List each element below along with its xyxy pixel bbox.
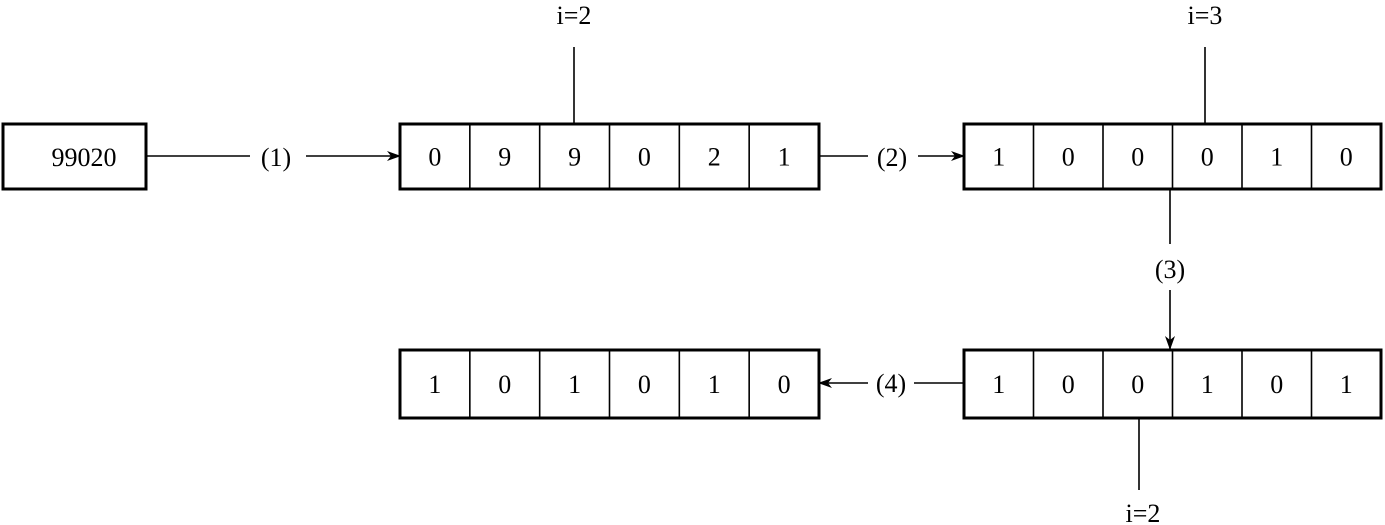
array-1-cell-2: 9 bbox=[498, 143, 511, 172]
step-1-connector: (1) bbox=[146, 143, 401, 172]
pointer-3: i=2 bbox=[1126, 418, 1161, 525]
array-1-cell-3: 9 bbox=[568, 143, 581, 172]
step-4-connector: (4) bbox=[818, 369, 964, 398]
array-2-cell-2: 0 bbox=[1062, 143, 1075, 172]
array-3-cell-1: 1 bbox=[992, 370, 1005, 399]
array-3-cell-6: 1 bbox=[1340, 370, 1353, 399]
array-1-cell-1: 0 bbox=[428, 143, 441, 172]
array-3-cell-4: 1 bbox=[1201, 370, 1214, 399]
array-3-cell-3: 0 bbox=[1131, 370, 1144, 399]
pointer-2-label: i=3 bbox=[1188, 1, 1223, 30]
step-4-label: (4) bbox=[876, 369, 906, 398]
step-2-label: (2) bbox=[877, 143, 907, 172]
pointer-1-label: i=2 bbox=[557, 1, 592, 30]
step-3-label: (3) bbox=[1155, 255, 1185, 284]
array-2-cell-5: 1 bbox=[1270, 143, 1283, 172]
array-2: 1 0 0 0 1 0 bbox=[962, 122, 1383, 191]
array-2-cell-3: 0 bbox=[1131, 143, 1144, 172]
array-1-cell-5: 2 bbox=[708, 143, 721, 172]
array-3-cell-5: 0 bbox=[1270, 370, 1283, 399]
array-2-cell-1: 1 bbox=[992, 143, 1005, 172]
array-4-cell-5: 1 bbox=[708, 370, 721, 399]
array-4-cell-3: 1 bbox=[568, 370, 581, 399]
array-4-cell-6: 0 bbox=[778, 370, 791, 399]
array-3-cell-2: 0 bbox=[1062, 370, 1075, 399]
array-4-cell-2: 0 bbox=[498, 370, 511, 399]
array-4-cell-4: 0 bbox=[638, 370, 651, 399]
array-1: 0 9 9 0 2 1 bbox=[398, 122, 821, 191]
pointer-2: i=3 bbox=[1188, 1, 1223, 124]
input-box: 99020 bbox=[1, 122, 148, 191]
input-value: 99020 bbox=[52, 143, 117, 172]
step-3-connector: (3) bbox=[1155, 189, 1185, 350]
pointer-1: i=2 bbox=[557, 1, 592, 124]
array-2-cell-4: 0 bbox=[1201, 143, 1214, 172]
array-2-cell-6: 0 bbox=[1340, 143, 1353, 172]
step-1-label: (1) bbox=[261, 143, 291, 172]
step-2-connector: (2) bbox=[819, 143, 965, 172]
array-1-cell-6: 1 bbox=[778, 143, 791, 172]
array-1-cell-4: 0 bbox=[638, 143, 651, 172]
pointer-3-label: i=2 bbox=[1126, 499, 1161, 525]
array-4-cell-1: 1 bbox=[428, 370, 441, 399]
array-4: 1 0 1 0 1 0 bbox=[398, 348, 821, 420]
array-3: 1 0 0 1 0 1 bbox=[962, 348, 1383, 420]
